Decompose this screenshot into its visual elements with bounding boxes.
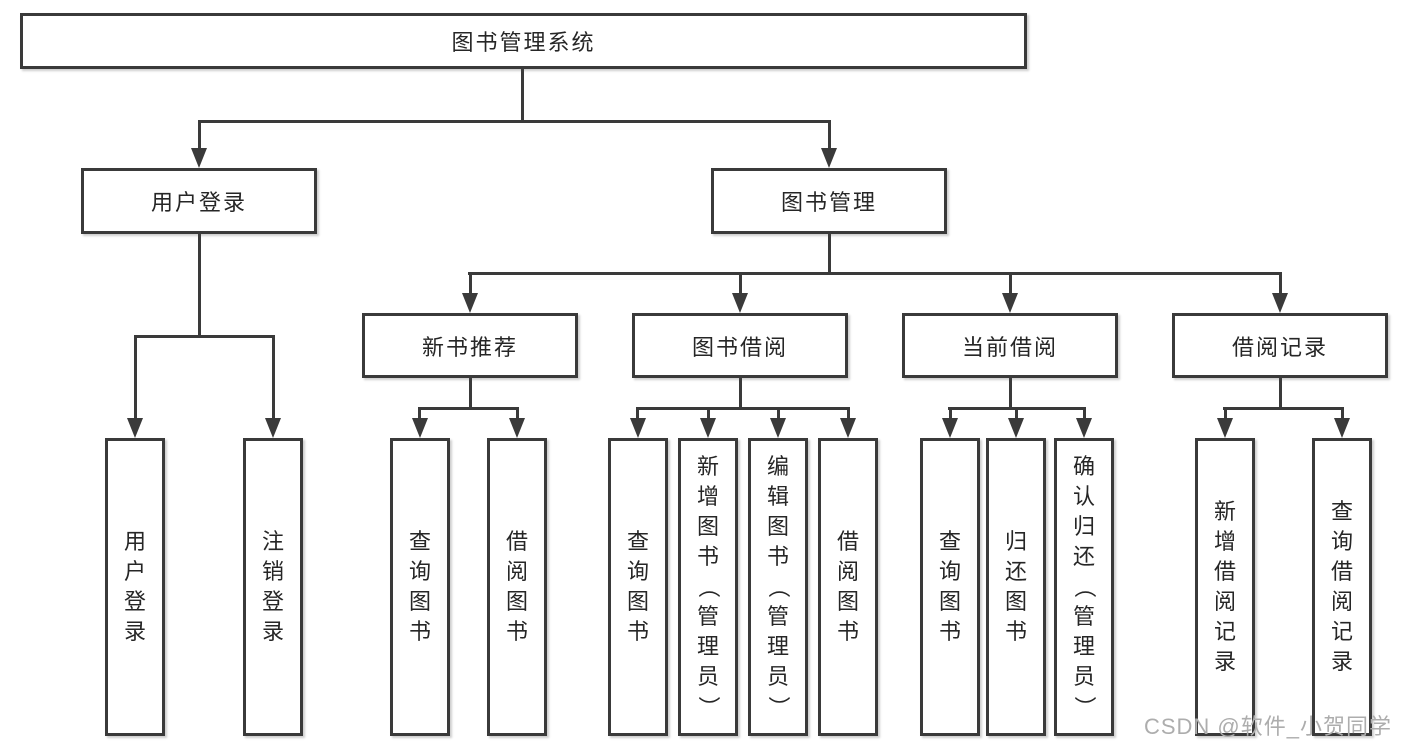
node-label: 编辑图书（管理员） <box>765 454 791 719</box>
leaf-logout: 注销登录 <box>243 438 303 736</box>
connector-line <box>1224 407 1227 420</box>
connector-line <box>469 378 472 407</box>
arrow-down-icon <box>1217 418 1233 438</box>
node-label: 新增图书（管理员） <box>695 454 721 719</box>
watermark-text: CSDN @软件_小贺同学 <box>1143 714 1392 739</box>
node-label: 查询图书 <box>626 529 649 644</box>
connector-line <box>707 407 710 420</box>
node-user-login: 用户登录 <box>81 168 317 234</box>
connector-line <box>1223 407 1344 410</box>
connector-line <box>198 120 201 150</box>
node-label: 图书借阅 <box>691 334 788 360</box>
node-borrowing-records: 借阅记录 <box>1172 313 1388 378</box>
connector-line <box>521 69 524 121</box>
connector-line <box>1009 378 1012 407</box>
connector-line <box>1009 272 1012 295</box>
connector-line <box>739 378 742 407</box>
connector-line <box>468 272 1282 275</box>
leaf-borrowing-borrow-books: 借阅图书 <box>818 438 878 736</box>
node-label: 新增借阅记录 <box>1213 499 1236 674</box>
arrow-down-icon <box>732 293 748 313</box>
leaf-borrowing-query-books: 查询图书 <box>608 438 668 736</box>
node-label: 查询图书 <box>938 529 961 644</box>
connector-line <box>1015 407 1018 420</box>
leaf-records-query-borrow-record: 查询借阅记录 <box>1312 438 1372 736</box>
arrow-down-icon <box>265 418 281 438</box>
connector-line <box>418 407 519 410</box>
arrow-down-icon <box>1076 418 1092 438</box>
node-label: 借阅图书 <box>505 529 528 644</box>
arrow-down-icon <box>700 418 716 438</box>
arrow-down-icon <box>840 418 856 438</box>
connector-line <box>272 335 275 419</box>
node-current-borrowing: 当前借阅 <box>902 313 1118 378</box>
connector-line <box>198 120 831 123</box>
leaf-recommend-borrow-books: 借阅图书 <box>487 438 547 736</box>
arrow-down-icon <box>462 293 478 313</box>
connector-line <box>1083 407 1086 420</box>
arrow-down-icon <box>412 418 428 438</box>
arrow-down-icon <box>821 148 837 168</box>
node-label: 确认归还（管理员） <box>1071 454 1097 719</box>
node-book-borrowing: 图书借阅 <box>632 313 848 378</box>
connector-line <box>636 407 639 420</box>
leaf-current-query-books: 查询图书 <box>920 438 980 736</box>
node-label: 查询图书 <box>408 529 431 644</box>
node-label: 当前借阅 <box>961 334 1058 360</box>
connector-line <box>469 272 472 295</box>
node-book-management: 图书管理 <box>711 168 947 234</box>
node-label: 借阅记录 <box>1231 334 1328 360</box>
arrow-down-icon <box>509 418 525 438</box>
leaf-borrowing-edit-books-admin: 编辑图书（管理员） <box>748 438 808 736</box>
leaf-current-confirm-return-admin: 确认归还（管理员） <box>1054 438 1114 736</box>
connector-line <box>949 407 952 420</box>
node-label: 归还图书 <box>1004 529 1027 644</box>
arrow-down-icon <box>630 418 646 438</box>
arrow-down-icon <box>127 418 143 438</box>
node-label: 用户登录 <box>123 529 146 644</box>
arrow-down-icon <box>770 418 786 438</box>
connector-line <box>134 335 275 338</box>
connector-line <box>418 407 421 420</box>
arrow-down-icon <box>1008 418 1024 438</box>
connector-line <box>828 120 831 150</box>
arrow-down-icon <box>942 418 958 438</box>
node-label: 查询借阅记录 <box>1330 499 1353 674</box>
node-label: 借阅图书 <box>836 529 859 644</box>
leaf-recommend-query-books: 查询图书 <box>390 438 450 736</box>
arrow-down-icon <box>191 148 207 168</box>
node-label: 用户登录 <box>150 190 247 215</box>
arrow-down-icon <box>1002 293 1018 313</box>
leaf-user-login: 用户登录 <box>105 438 165 736</box>
node-label: 新书推荐 <box>421 334 518 360</box>
connector-line <box>516 407 519 420</box>
node-new-book-recommendation: 新书推荐 <box>362 313 578 378</box>
node-label: 图书管理 <box>780 190 877 215</box>
leaf-borrowing-add-books-admin: 新增图书（管理员） <box>678 438 738 736</box>
node-library-management-system: 图书管理系统 <box>20 13 1027 69</box>
connector-line <box>847 407 850 420</box>
node-label: 注销登录 <box>261 529 284 644</box>
node-label: 图书管理系统 <box>451 30 596 55</box>
connector-line <box>1341 407 1344 420</box>
leaf-records-add-borrow-record: 新增借阅记录 <box>1195 438 1255 736</box>
connector-line <box>1279 272 1282 295</box>
arrow-down-icon <box>1272 293 1288 313</box>
arrow-down-icon <box>1334 418 1350 438</box>
leaf-current-return-books: 归还图书 <box>986 438 1046 736</box>
connector-line <box>636 407 850 410</box>
connector-line <box>828 234 831 272</box>
connector-line <box>777 407 780 420</box>
connector-line <box>198 234 201 335</box>
connector-line <box>739 272 742 295</box>
connector-line <box>1279 378 1282 407</box>
connector-line <box>134 335 137 419</box>
